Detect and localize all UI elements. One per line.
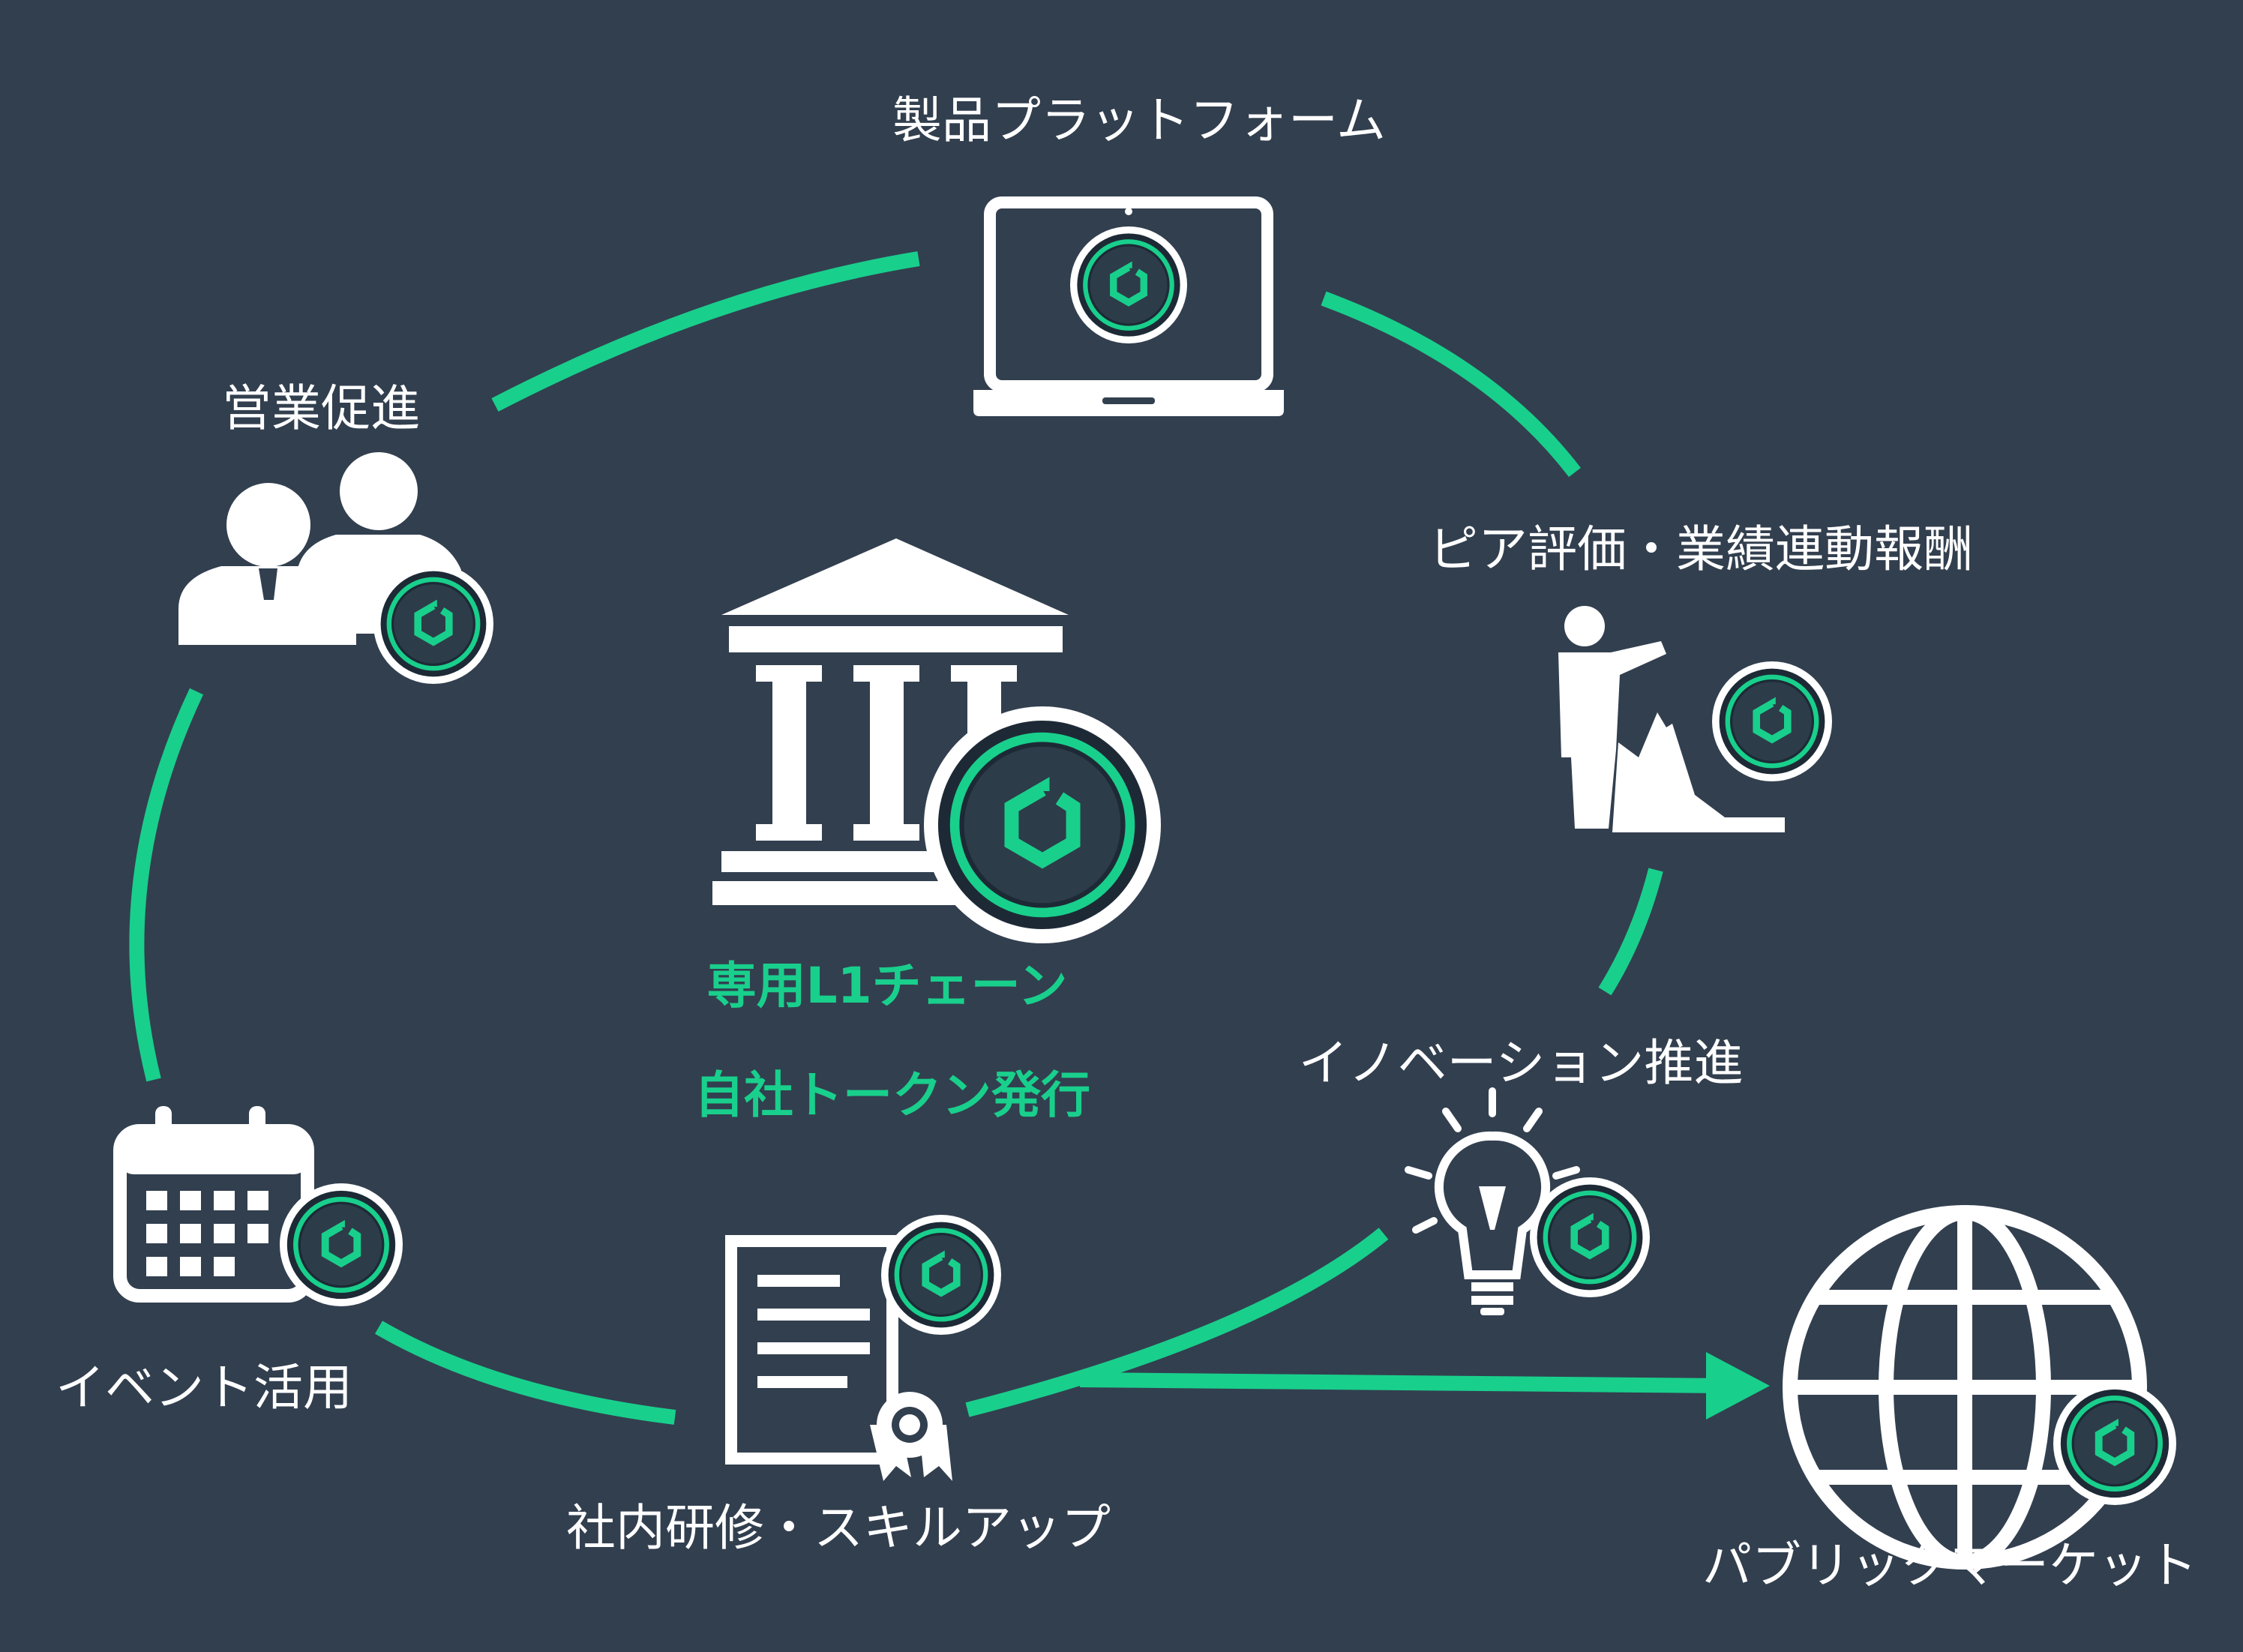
cycle-connectors <box>129 251 1726 1425</box>
token-coin-icon <box>2053 1382 2176 1505</box>
token-coin-icon <box>1530 1177 1650 1297</box>
calendar-icon <box>113 1106 314 1303</box>
connector-peer-innovation <box>1598 868 1663 996</box>
center-label-token: 自社トークン発行 <box>694 1066 1090 1124</box>
token-coin-icon <box>373 564 493 684</box>
node-label-market: パブリックマーケット <box>1702 1537 2197 1594</box>
node-label-peer: ピア評価・業績連動報酬 <box>1429 520 1973 578</box>
connector-event-training <box>374 1321 676 1425</box>
node-label-innovation: イノベーション推進 <box>1298 1034 1744 1092</box>
connector-sales-event <box>129 688 204 1082</box>
node-label-training: 社内研修・スキルアップ <box>566 1499 1111 1557</box>
token-coin-icon <box>1712 661 1832 781</box>
center-label-chain: 専用L1チェーン <box>706 957 1068 1015</box>
node-label-platform: 製品プラットフォーム <box>892 91 1387 149</box>
token-coin-icon <box>881 1215 1001 1335</box>
laptop-icon <box>973 196 1284 416</box>
connector-training-innovation <box>965 1228 1389 1417</box>
connector-sales-platform <box>491 251 920 412</box>
node-label-event: イベント活用 <box>55 1359 352 1417</box>
token-coins <box>280 226 2176 1505</box>
lightbulb-icon <box>1405 1087 1580 1315</box>
token-coin-icon <box>924 706 1161 943</box>
token-coin-icon <box>1070 226 1187 343</box>
presenter-chart-icon <box>1558 606 1785 832</box>
certificate-icon <box>725 1235 952 1481</box>
connector-platform-peer <box>1321 291 1581 478</box>
arrow-right-icon <box>1706 1352 1770 1420</box>
node-label-sales: 営業促進 <box>222 379 420 437</box>
token-coin-icon <box>280 1183 403 1306</box>
connector-training-market <box>1079 1372 1726 1393</box>
globe-icon <box>1783 1205 2147 1570</box>
